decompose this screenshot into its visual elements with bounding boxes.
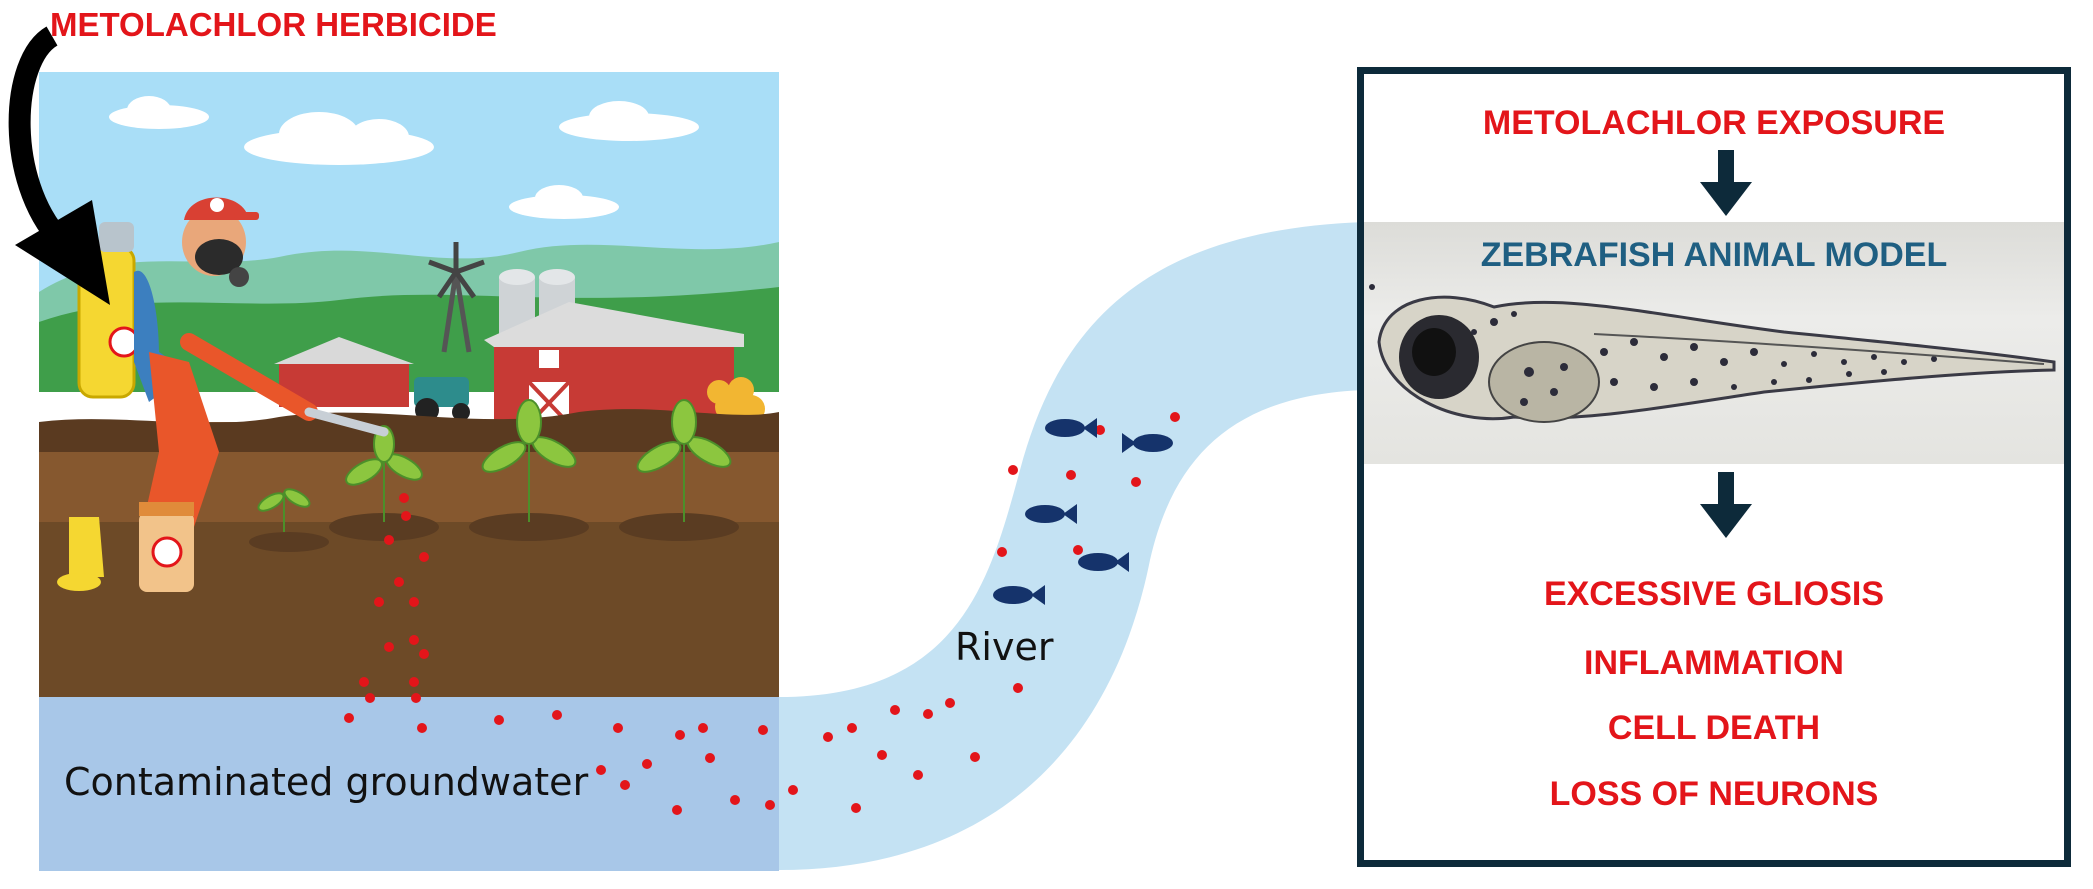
effect-gliosis: EXCESSIVE GLIOSIS xyxy=(1543,575,1885,613)
curved-arrow-icon xyxy=(8,26,110,305)
fish-icon xyxy=(1122,433,1173,453)
fish-icon xyxy=(993,585,1045,605)
groundwater-band xyxy=(39,697,779,871)
groundwater-label: Contaminated groundwater xyxy=(64,760,589,804)
effect-neuron-loss: LOSS OF NEURONS xyxy=(1549,775,1879,813)
fish-icon xyxy=(1045,418,1097,438)
farm-scene xyxy=(39,72,779,698)
effects-panel xyxy=(1357,67,2071,867)
herbicide-title: METOLACHLOR HERBICIDE xyxy=(50,6,497,43)
farm-illustration xyxy=(39,72,779,698)
down-arrow-icon xyxy=(1700,472,1752,538)
effect-cell-death: CELL DEATH xyxy=(1607,709,1821,747)
fish-icon xyxy=(1025,504,1077,524)
fish-icon xyxy=(1078,552,1129,572)
river-label: River xyxy=(955,625,1054,669)
effect-inflammation: INFLAMMATION xyxy=(1584,644,1844,682)
down-arrow-icon xyxy=(1700,150,1752,216)
model-label: ZEBRAFISH ANIMAL MODEL xyxy=(1480,236,1948,274)
zebrafish-larva-image xyxy=(1369,284,2056,423)
exposure-label: METOLACHLOR EXPOSURE xyxy=(1482,104,1946,142)
